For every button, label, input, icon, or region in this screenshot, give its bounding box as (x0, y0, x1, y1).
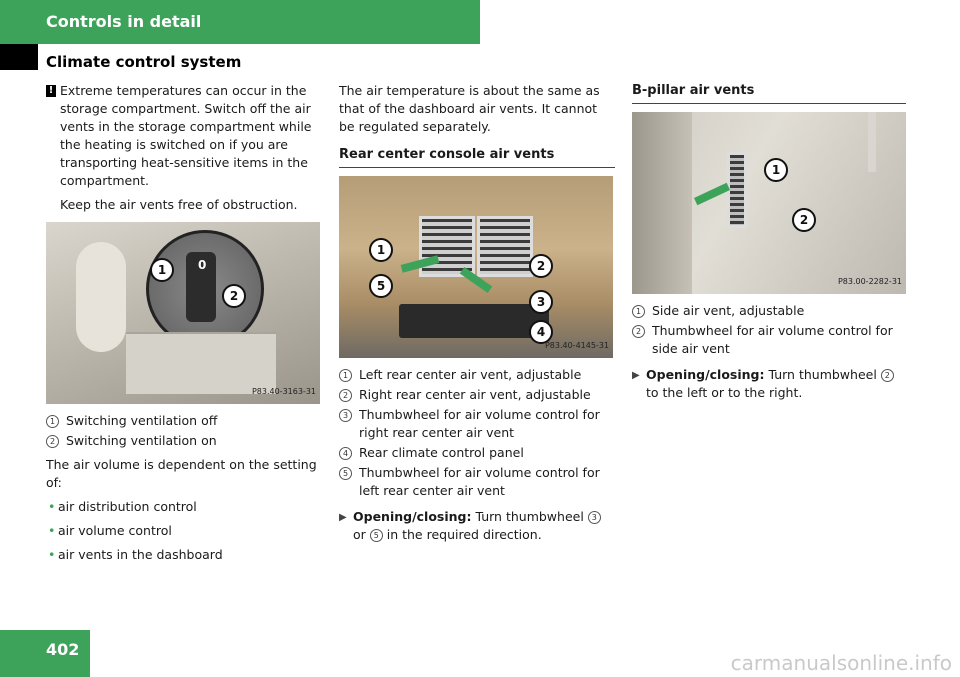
photo-code: P83.00-2282-31 (837, 277, 902, 286)
step-text: Turn thumbwheel (471, 509, 588, 524)
legend-item: 1 Left rear center air vent, adjustable (339, 366, 615, 384)
column-1: ! Extreme temperatures can occur in the … (46, 82, 324, 570)
step-arrow-icon: ▶ (339, 512, 347, 523)
legend-item: 2 Thumbwheel for air volume control for s… (632, 322, 906, 358)
watermark: carmanualsonline.info (730, 651, 952, 675)
legend-item: 2 Right rear center air vent, adjustable (339, 386, 615, 404)
item-number: 4 (339, 447, 352, 460)
column-2: The air temperature is about the same as… (339, 82, 615, 544)
door-frame-shape (632, 112, 692, 294)
item-text: Switching ventilation off (66, 413, 218, 428)
right-vent-shape (477, 216, 533, 277)
storage-lid-shape (126, 332, 276, 394)
item-text: Right rear center air vent, adjustable (359, 387, 591, 402)
step-label: Opening/closing: (646, 367, 765, 382)
bullet-text: air distribution control (58, 499, 197, 514)
airflow-arrow-icon (693, 182, 731, 206)
bullet-dot-icon: • (48, 547, 56, 562)
rear-vents-heading: Rear center console air vents (339, 146, 615, 168)
item-number: 1 (632, 305, 645, 318)
callout-1: 1 (764, 158, 788, 182)
item-text: Thumbwheel for air volume control for ri… (359, 407, 600, 440)
bullet-item: •air vents in the dashboard (46, 546, 324, 564)
item-number: 1 (339, 369, 352, 382)
callout-5: 5 (369, 274, 393, 298)
step-arrow-icon: ▶ (632, 370, 640, 381)
bullet-item: •air volume control (46, 522, 324, 540)
callout-4: 4 (529, 320, 553, 344)
callout-2: 2 (222, 284, 246, 308)
item-number: 5 (339, 467, 352, 480)
air-volume-intro: The air volume is dependent on the setti… (46, 457, 317, 490)
rear-console-photo: 1 2 5 3 4 P83.40-4145-31 (339, 176, 613, 358)
item-text: Side air vent, adjustable (652, 303, 805, 318)
callout-2: 2 (529, 254, 553, 278)
callout-1: 1 (150, 258, 174, 282)
headrest-post-shape (868, 112, 876, 172)
bullet-item: •air distribution control (46, 498, 324, 516)
photo-code: P83.40-4145-31 (544, 341, 609, 350)
temperature-note: The air temperature is about the same as… (339, 83, 600, 134)
left-vent-shape (419, 216, 475, 277)
item-text: Thumbwheel for air volume control for le… (359, 465, 600, 498)
vent-switch-shape (186, 252, 216, 322)
page-number: 402 (46, 640, 80, 659)
step-label: Opening/closing: (353, 509, 472, 524)
legend-item: 1 Switching ventilation off (46, 412, 324, 430)
item-text: Left rear center air vent, adjustable (359, 367, 582, 382)
inline-number: 2 (880, 369, 894, 382)
warning-text: Extreme temperatures can occur in the st… (60, 83, 312, 188)
callout-1: 1 (369, 238, 393, 262)
item-number: 2 (339, 389, 352, 402)
item-text: Rear climate control panel (359, 445, 524, 460)
chapter-header-bar: Controls in detail (0, 0, 480, 44)
off-marking: 0 (198, 258, 207, 272)
bullet-dot-icon: • (48, 499, 56, 514)
chapter-title: Controls in detail (46, 12, 202, 31)
legend-item: 3 Thumbwheel for air volume control for r… (339, 406, 615, 442)
warning-icon: ! (46, 85, 56, 97)
warning-note: ! Extreme temperatures can occur in the … (46, 82, 324, 190)
section-marker (0, 44, 38, 70)
bullet-text: air vents in the dashboard (58, 547, 223, 562)
item-number: 3 (339, 409, 352, 422)
storage-vent-photo: 0 1 2 P83.40-3163-31 (46, 222, 320, 404)
legend-item: 5 Thumbwheel for air volume control for l… (339, 464, 615, 500)
callout-2: 2 (792, 208, 816, 232)
gear-lever-shape (76, 242, 126, 352)
callout-3: 3 (529, 290, 553, 314)
instruction-step: ▶ Opening/closing: Turn thumbwheel 2 to … (632, 366, 906, 402)
item-text: Thumbwheel for air volume control for si… (652, 323, 893, 356)
step-text: to the left or to the right. (646, 385, 803, 400)
legend-item: 4 Rear climate control panel (339, 444, 615, 462)
b-pillar-heading: B-pillar air vents (632, 82, 906, 104)
climate-panel-shape (399, 304, 549, 338)
section-title: Climate control system (46, 53, 242, 71)
bullet-dot-icon: • (48, 523, 56, 538)
item-number: 1 (46, 415, 59, 428)
item-number: 2 (632, 325, 645, 338)
photo-code: P83.40-3163-31 (251, 387, 316, 396)
bullet-text: air volume control (58, 523, 172, 538)
page-number-tab: 402 (0, 630, 90, 677)
legend-item: 1 Side air vent, adjustable (632, 302, 906, 320)
b-pillar-photo: 1 2 P83.00-2282-31 (632, 112, 906, 294)
legend-item: 2 Switching ventilation on (46, 432, 324, 450)
obstruction-note: Keep the air vents free of obstruction. (60, 197, 298, 212)
inline-number: 5 (369, 529, 383, 542)
step-text: in the required direction. (382, 527, 542, 542)
inline-number: 3 (587, 511, 601, 524)
item-text: Switching ventilation on (66, 433, 217, 448)
instruction-step: ▶ Opening/closing: Turn thumbwheel 3 or … (339, 508, 615, 544)
step-text: Turn thumbwheel (764, 367, 881, 382)
item-number: 2 (46, 435, 59, 448)
step-text: or (353, 527, 370, 542)
